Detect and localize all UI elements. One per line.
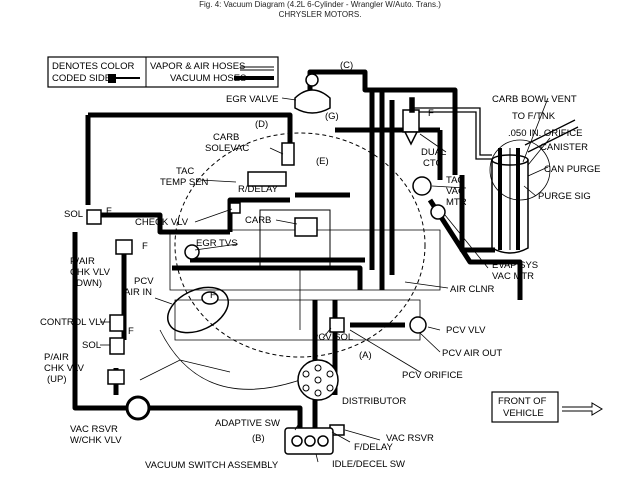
check-valve-shape	[229, 202, 241, 214]
label-carb-solevac-2: SOLEVAC	[205, 143, 249, 154]
legend-coded-side: CODED SIDE	[52, 73, 111, 84]
marker-f-pcv-air: F	[210, 290, 216, 301]
components	[86, 73, 446, 436]
marker-g: (G)	[325, 111, 339, 122]
marker-f-control: F	[128, 326, 134, 337]
front-label-2: VEHICLE	[503, 408, 544, 419]
label-pair-up-2: CHK VLV	[44, 363, 85, 374]
carb-solevac-shape	[281, 142, 295, 166]
label-evap-2: VAC MTR	[492, 271, 534, 282]
label-dual-cto-2: CTO	[423, 158, 443, 169]
sol-bottom-shape	[109, 337, 125, 355]
label-vac-rsvr-chk-2: W/CHK VLV	[70, 435, 122, 446]
label-control-vlv: CONTROL VLV	[40, 317, 107, 328]
label-r-delay: R/DELAY	[238, 184, 279, 195]
figure-caption: Fig. 4: Vacuum Diagram (4.2L 6-Cylinder …	[0, 0, 640, 22]
marker-a: (A)	[359, 350, 372, 361]
label-dual-cto-1: DUAL	[421, 147, 446, 158]
label-f-delay: F/DELAY	[354, 442, 394, 453]
marker-e: (E)	[316, 156, 329, 167]
label-vac-rsvr-chk-1: VAC RSVR	[70, 424, 118, 435]
label-pair-up-1: P/AIR	[44, 352, 69, 363]
label-to-f-tnk: TO F/TNK	[512, 111, 556, 122]
label-pcv-vlv: PCV VLV	[446, 325, 486, 336]
vapor-hoses	[412, 107, 579, 160]
distributor-shape	[297, 359, 339, 401]
pair-up-valve-shape	[107, 369, 125, 385]
legend: DENOTES COLOR CODED SIDE VAPOR & AIR HOS…	[47, 56, 279, 88]
label-carb-bowl-vent: CARB BOWL VENT	[492, 94, 577, 105]
legend-denotes-color: DENOTES COLOR	[52, 61, 134, 72]
pair-dwn-valve-shape	[115, 239, 133, 255]
label-adaptive-sw: ADAPTIVE SW	[215, 418, 280, 429]
leader-lines	[100, 97, 551, 463]
label-air-clnr: AIR CLNR	[450, 284, 494, 295]
label-pcv-orifice: PCV ORIFICE	[402, 370, 463, 381]
label-pcv-air-in-1: PCV	[134, 276, 154, 287]
label-tac-vac-1: TAC	[446, 175, 464, 186]
label-vacuum-switch-assembly: VACUUM SWITCH ASSEMBLY	[145, 460, 279, 471]
label-pair-up-3: (UP)	[47, 374, 67, 385]
labels: (C) EGR VALVE (G) (D) CARB SOLEVAC (E) T…	[40, 60, 600, 471]
label-purge-sig: PURGE SIG	[538, 191, 591, 202]
engine-outline	[139, 132, 441, 390]
label-orifice: .050 IN. ORIFICE	[508, 128, 582, 139]
front-label-1: FRONT OF	[498, 396, 547, 407]
vac-rsvr-chk-shape	[125, 395, 151, 421]
pcv-sol-shape	[329, 317, 345, 333]
vacuum-switch-assembly-shape	[284, 427, 334, 455]
carb-fitting-shape	[294, 217, 318, 237]
label-egr-tvs: EGR TVS	[196, 238, 238, 249]
front-of-vehicle: FRONT OF VEHICLE	[491, 391, 603, 423]
marker-b: (B)	[252, 433, 265, 444]
label-idle-decel-sw: IDLE/DECEL SW	[332, 459, 405, 470]
label-tac-vac-2: VAC	[446, 186, 465, 197]
legend-vapor-air: VAPOR & AIR HOSES	[150, 61, 245, 72]
label-check-vlv: CHECK VLV	[135, 217, 189, 228]
caption-source: CHRYSLER MOTORS.	[278, 10, 362, 19]
evap-vac-motor-shape	[430, 204, 446, 220]
label-pcv-air-in-2: AIR IN	[124, 287, 152, 298]
marker-d: (D)	[255, 119, 268, 130]
label-evap-1: EVAP SYS	[492, 260, 538, 271]
r-delay-shape	[247, 171, 287, 187]
egr-valve-shape	[294, 89, 331, 114]
tac-vac-motor-shape	[412, 176, 432, 196]
label-can-purge: CAN PURGE	[544, 164, 600, 175]
label-tac-temp-1: TAC	[176, 166, 194, 177]
marker-f-pair-dwn: F	[142, 241, 148, 252]
control-vlv-shape	[109, 314, 125, 332]
label-pcv-air-out: PCV AIR OUT	[442, 348, 502, 359]
caption-title: Fig. 4: Vacuum Diagram (4.2L 6-Cylinder …	[199, 0, 441, 9]
label-egr-valve: EGR VALVE	[226, 94, 278, 105]
pcv-valve-shape	[409, 316, 427, 334]
label-pair-dwn-1: P/AIR	[70, 256, 95, 267]
sol-top-shape	[86, 209, 102, 225]
marker-f-cto: F	[428, 108, 434, 119]
label-pair-dwn-3: (DWN)	[73, 278, 102, 289]
label-carb: CARB	[245, 215, 271, 226]
label-tac-vac-3: MTR	[446, 197, 467, 208]
marker-f-sol-top: F	[106, 206, 112, 217]
dual-cto-shape	[402, 109, 420, 133]
legend-vacuum: VACUUM HOSES	[170, 73, 246, 84]
egr-tvs-shape	[184, 244, 200, 260]
egr-valve-stem	[305, 73, 319, 87]
label-tac-temp-2: TEMP SEN	[160, 177, 209, 188]
label-sol-bottom: SOL	[82, 340, 101, 351]
pcv-air-in-shape	[167, 286, 229, 334]
label-canister: CANISTER	[540, 142, 588, 153]
marker-c: (C)	[340, 60, 353, 71]
label-distributor: DISTRIBUTOR	[342, 396, 406, 407]
label-carb-solevac-1: CARB	[213, 132, 239, 143]
label-sol-top: SOL	[64, 209, 83, 220]
label-vac-rsvr: VAC RSVR	[386, 433, 434, 444]
label-pair-dwn-2: CHK VLV	[70, 267, 111, 278]
label-pcv-sol: PCV SOL	[312, 332, 353, 343]
canister	[489, 139, 551, 254]
